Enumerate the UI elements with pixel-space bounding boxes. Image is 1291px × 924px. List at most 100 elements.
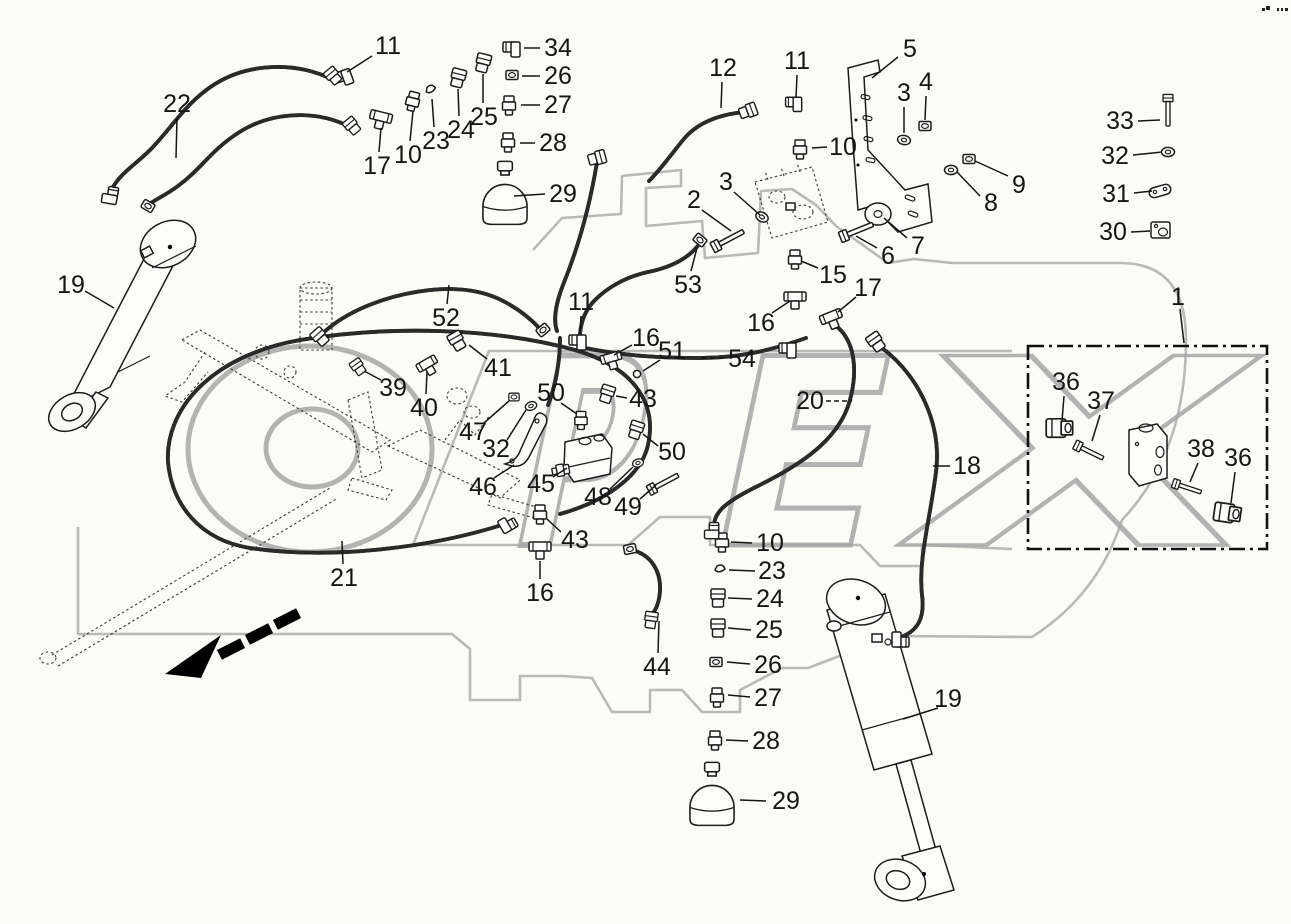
leader-line-29 (513, 193, 546, 197)
valve-block-1 (1128, 423, 1168, 487)
print-artifact (1262, 6, 1288, 11)
callout-45: 45 (527, 470, 555, 498)
leader-line-19 (84, 290, 115, 309)
leader-line-17 (837, 296, 857, 313)
leader-line-43 (546, 518, 562, 533)
leader-line-51 (642, 359, 661, 372)
leader-line-37 (1091, 414, 1101, 442)
elbow-fitting-34 (502, 41, 521, 58)
leader-line-41 (468, 344, 488, 360)
nut-26b (709, 656, 723, 668)
callout-51: 51 (658, 337, 686, 365)
phantom-pump (754, 162, 829, 239)
leader-line-50 (642, 433, 659, 447)
nut-47 (508, 392, 520, 402)
inset-box-parts (1045, 417, 1243, 525)
leader-line-48 (609, 466, 634, 490)
leader-line-11 (579, 315, 582, 335)
callout-39: 39 (379, 374, 407, 402)
callout-16: 16 (632, 324, 660, 352)
callout-31: 31 (1102, 180, 1130, 208)
strap-46 (502, 412, 548, 468)
accumulator-29-top (482, 160, 528, 226)
direction-arrow (165, 608, 302, 678)
union-fitting-24 (448, 66, 468, 90)
callout-24: 24 (756, 585, 784, 613)
callout-33: 33 (1106, 107, 1134, 135)
leader-line-8 (956, 171, 981, 197)
leader-line-10 (730, 541, 753, 544)
callout-23: 23 (422, 127, 450, 155)
leader-line-11 (795, 74, 798, 99)
callout-48: 48 (584, 483, 612, 511)
hose-end-22a (322, 65, 344, 87)
leader-line-47 (483, 400, 510, 424)
leader-line-3 (733, 191, 761, 216)
callout-40: 40 (410, 394, 438, 422)
callout-50: 50 (537, 379, 565, 407)
union-fitting-39 (348, 356, 368, 378)
callout-17: 17 (363, 152, 391, 180)
seal-ring-51 (632, 369, 642, 379)
hose-end-center (586, 148, 608, 168)
callout-20: 20 (796, 387, 824, 415)
callout-30: 30 (1099, 218, 1127, 246)
tee-fitting-40 (414, 353, 443, 380)
callout-29: 29 (549, 180, 577, 208)
callout-32: 32 (1101, 142, 1129, 170)
callout-52: 52 (432, 304, 460, 332)
tee-fitting-17 (366, 108, 394, 133)
leader-line-7 (883, 217, 908, 239)
hose-end-22b (341, 115, 363, 137)
callout-12: 12 (709, 54, 737, 82)
nut-4 (918, 120, 932, 132)
leader-line-19 (902, 707, 939, 720)
washer-7 (864, 202, 892, 226)
callout-37: 37 (1087, 387, 1115, 415)
callout-27: 27 (754, 684, 782, 712)
leader-line-27 (727, 694, 751, 698)
leader-line-46 (493, 464, 515, 479)
callout-46: 46 (469, 473, 497, 501)
leader-line-52 (446, 284, 450, 305)
leader-line-5 (871, 56, 899, 79)
callout-8: 8 (984, 189, 998, 217)
callout-28: 28 (752, 727, 780, 755)
callout-26: 26 (754, 651, 782, 679)
callout-47: 47 (459, 418, 487, 446)
phantom-hose-line (39, 487, 339, 667)
callout-43: 43 (629, 385, 657, 413)
callout-22: 22 (163, 90, 191, 118)
callout-15: 15 (819, 261, 847, 289)
leader-line-49 (639, 484, 657, 500)
plug-fitting-27b (709, 687, 725, 708)
callout-28: 28 (539, 129, 567, 157)
leader-line-23 (728, 569, 756, 572)
callout-3: 3 (719, 168, 733, 196)
plug-fitting-10 (403, 89, 422, 113)
hose-end-44a (622, 542, 638, 556)
leader-line-16 (771, 300, 791, 314)
callout-34: 34 (544, 34, 572, 62)
leader-line-32 (506, 409, 527, 441)
hose-end-elbow-22 (100, 184, 120, 206)
callout-54: 54 (728, 345, 756, 373)
callout-6: 6 (881, 242, 895, 270)
callout-29: 29 (772, 787, 800, 815)
callout-11: 11 (568, 288, 594, 316)
leader-line-45 (552, 467, 568, 478)
callout-19: 19 (934, 685, 962, 713)
leader-line-39 (363, 370, 382, 381)
callout-25: 25 (755, 616, 783, 644)
leader-line-36 (1230, 471, 1236, 504)
callout-1: 1 (1171, 283, 1185, 311)
leader-line-25 (727, 627, 752, 631)
callout-43: 43 (561, 526, 589, 554)
leader-line-43 (615, 395, 628, 399)
nut-9 (962, 153, 976, 165)
hydraulic-cylinder-left (47, 219, 197, 433)
callout-10: 10 (829, 133, 857, 161)
leader-line-9 (974, 160, 1009, 177)
leader-line-15 (800, 260, 819, 269)
